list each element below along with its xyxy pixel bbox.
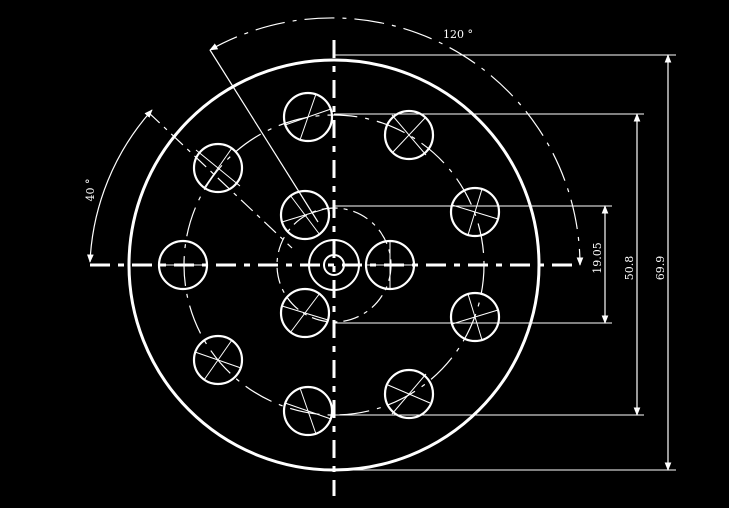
dimension-lines xyxy=(601,54,672,471)
extension-lines xyxy=(334,54,676,471)
hole-inner-3 xyxy=(279,287,331,339)
angle-120-label: 120 ° xyxy=(443,28,473,41)
angle-40-label: 40 ° xyxy=(84,179,97,202)
angle-40-arc xyxy=(86,109,153,263)
hole-outer-7 xyxy=(192,334,244,386)
angle-40-reference-line xyxy=(147,111,293,249)
dimension-label-inner: 19.05 xyxy=(591,242,604,274)
hole-outer-6 xyxy=(282,385,334,437)
dimension-label-outer: 69.9 xyxy=(654,256,667,281)
hole-outer-4 xyxy=(449,291,501,343)
angle-120-arc xyxy=(209,17,584,266)
centerlines xyxy=(90,40,580,496)
dimension-label-middle: 50.8 xyxy=(623,256,636,281)
hole-outer-5 xyxy=(383,368,435,420)
